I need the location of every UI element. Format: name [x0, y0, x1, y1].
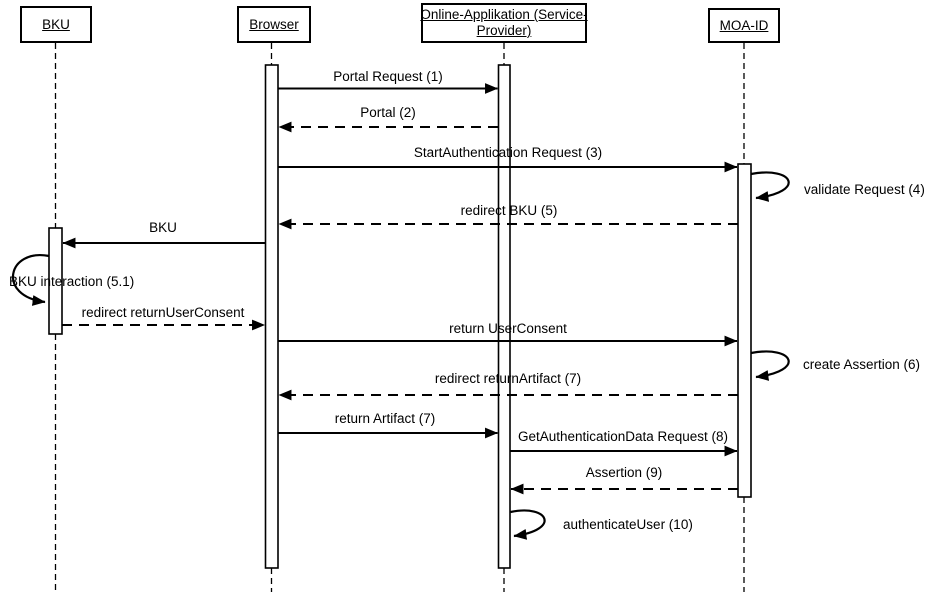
- message-label-return-user-consent: return UserConsent: [449, 321, 567, 336]
- message-label-redirect-bku: redirect BKU (5): [460, 203, 558, 218]
- message-label-bku: BKU: [149, 220, 177, 235]
- message-label-create-assertion: create Assertion (6): [803, 357, 921, 372]
- activation-bar-bku: [48, 227, 63, 335]
- message-label-redirect-return-user-consent: redirect returnUserConsent: [81, 305, 245, 320]
- message-label-bku-interaction: BKU interaction (5.1): [9, 274, 135, 289]
- actor-label: BKU: [42, 16, 70, 32]
- activation-bar-online-applikation: [497, 64, 511, 569]
- actor-label: Online-Applikation (Service-: [420, 7, 588, 22]
- actor-label: Browser: [249, 16, 299, 32]
- actor-label: MOA-ID: [719, 17, 769, 33]
- message-label-return-artifact: return Artifact (7): [334, 411, 436, 426]
- message-label-portal: Portal (2): [360, 105, 416, 120]
- self-message-validate-request: [750, 171, 790, 202]
- message-label-start-authentication-request: StartAuthentication Request (3): [413, 145, 603, 160]
- actor-label-line2: Provider): [476, 23, 532, 38]
- message-label-authenticate-user: authenticateUser (10): [563, 517, 693, 532]
- activation-bar-moa-id: [737, 163, 752, 498]
- message-label-redirect-return-artifact: redirect returnArtifact (7): [434, 371, 582, 386]
- message-label-assertion: Assertion (9): [585, 465, 663, 480]
- self-message-create-assertion: [750, 350, 790, 381]
- message-label-validate-request: validate Request (4): [804, 182, 925, 197]
- self-message-bku-interaction: [12, 254, 50, 306]
- actor-box-browser: Browser: [237, 6, 311, 43]
- self-message-authenticate-user: [510, 509, 546, 540]
- activation-bar-browser: [264, 64, 279, 569]
- message-label-portal-request: Portal Request (1): [333, 69, 443, 84]
- message-label-get-authentication-data-request: GetAuthenticationData Request (8): [517, 429, 729, 444]
- actor-box-bku: BKU: [20, 6, 92, 43]
- actor-box-online-applikation: Online-Applikation (Service- Provider): [420, 3, 588, 43]
- actor-box-moa-id: MOA-ID: [708, 8, 780, 43]
